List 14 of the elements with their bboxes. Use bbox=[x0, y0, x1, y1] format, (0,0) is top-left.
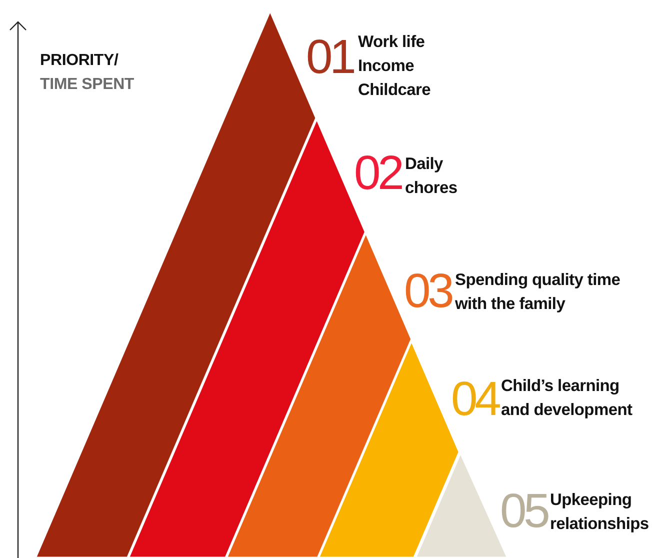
step-description: Spending quality time with the family bbox=[454, 270, 622, 315]
step-description: Childcare bbox=[358, 80, 432, 101]
step-description: Upkeeping relationships bbox=[550, 490, 650, 535]
step-description: Work life bbox=[358, 32, 426, 53]
step-description: Income bbox=[358, 56, 415, 77]
step-number: 04 bbox=[450, 372, 498, 428]
axis-label: PRIORITY/ bbox=[40, 52, 118, 70]
step-number: 01 bbox=[306, 30, 354, 86]
step-number: 03 bbox=[404, 264, 452, 320]
step-description: Daily chores bbox=[404, 154, 458, 199]
step-number: 05 bbox=[500, 484, 548, 540]
step-number: 02 bbox=[354, 146, 402, 202]
axis-label: TIME SPENT bbox=[40, 76, 134, 94]
step-description: Child’s learning and development bbox=[500, 376, 634, 421]
